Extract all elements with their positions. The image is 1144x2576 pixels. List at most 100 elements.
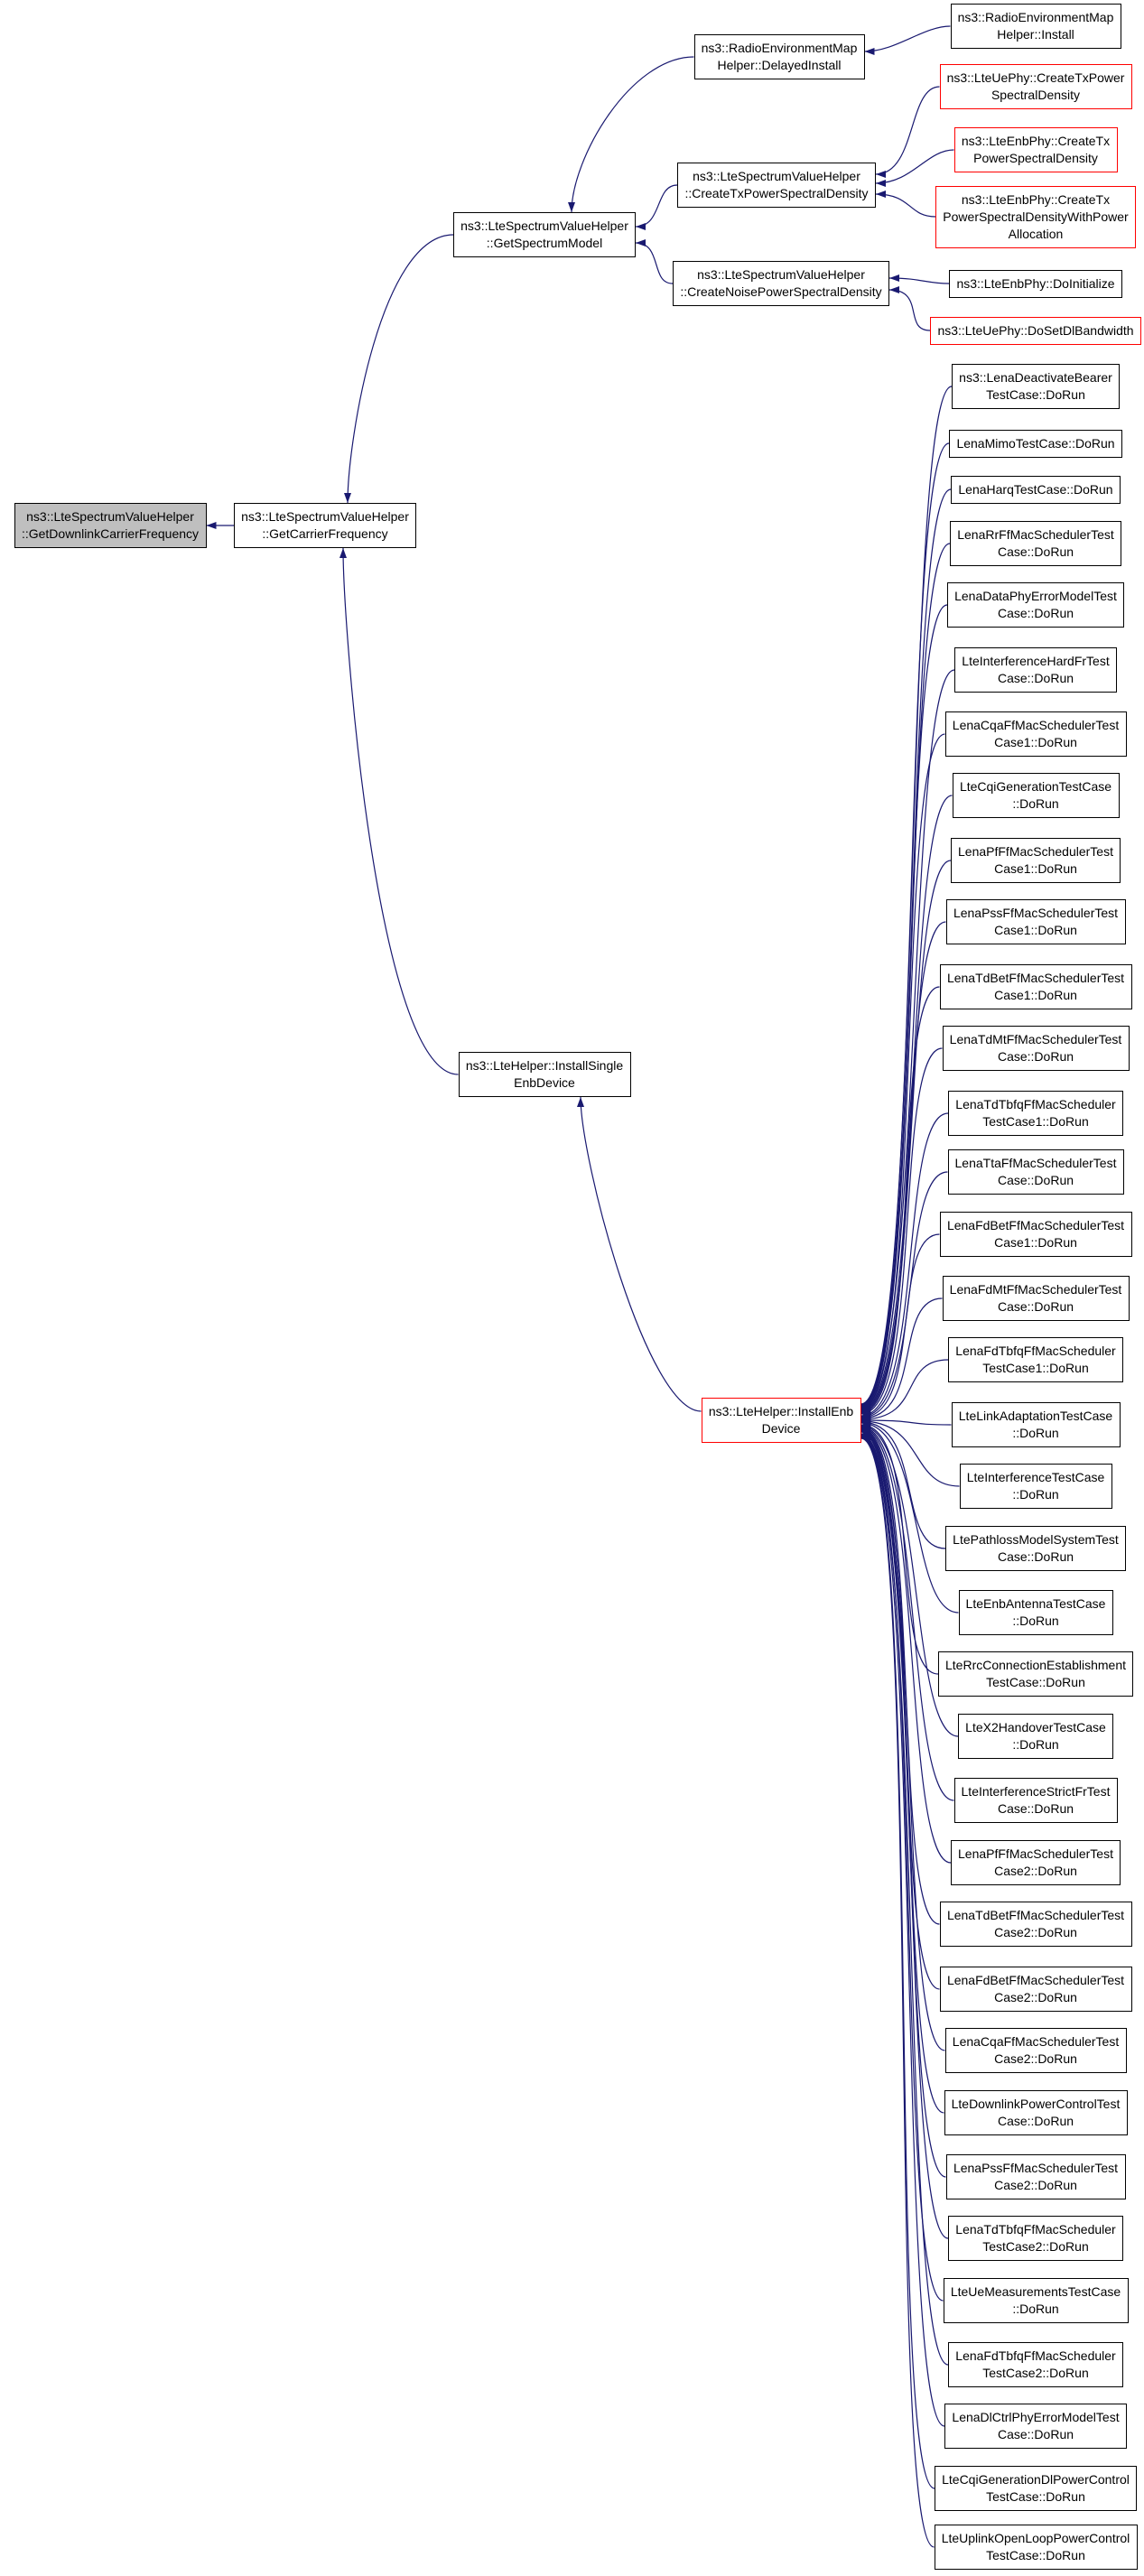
node-label-line: LteCqiGenerationDlPowerControl [942, 2472, 1130, 2487]
node-label-line: LenaTdTbfqFfMacScheduler [955, 2222, 1116, 2237]
graph-node-getSpectrumModel[interactable]: ns3::LteSpectrumValueHelper::GetSpectrum… [453, 212, 636, 257]
node-label-line: LenaFdBetFfMacSchedulerTest [946, 1973, 1125, 1987]
node-label-line: ::GetCarrierFrequency [262, 526, 388, 541]
node-label-line: LenaTdMtFfMacSchedulerTest [949, 1032, 1122, 1046]
edge-lteUplinkOpenLoopPowerControl-to-installEnbDevice [860, 1435, 935, 2548]
node-label-line: Allocation [1008, 226, 1064, 241]
node-label-line: Case1::DoRun [994, 923, 1077, 937]
graph-node-lteLinkAdaptation[interactable]: LteLinkAdaptationTestCase::DoRun [951, 1402, 1121, 1447]
node-label-line: Case::DoRun [997, 1549, 1074, 1564]
node-label-line: ::DoRun [1012, 1613, 1059, 1628]
graph-node-lteEnbAntenna[interactable]: LteEnbAntennaTestCase::DoRun [958, 1590, 1113, 1635]
node-label-line: ::DoRun [1012, 1487, 1059, 1502]
edge-lenaFdBetFfMacScheduler1-to-installEnbDevice [860, 1233, 940, 1421]
edge-lteInterference-to-installEnbDevice [860, 1418, 960, 1487]
node-label-line: Case::DoRun [997, 606, 1074, 620]
node-label-line: LteX2HandoverTestCase [965, 1720, 1106, 1734]
node-label-line: LteInterferenceTestCase [966, 1470, 1105, 1484]
graph-node-lenaHarq[interactable]: LenaHarqTestCase::DoRun [951, 475, 1121, 504]
node-label-line: LenaCqaFfMacSchedulerTest [952, 2034, 1120, 2049]
edge-lenaPssFfMacScheduler1-to-installEnbDevice [860, 921, 946, 1416]
graph-node-lteCqiGeneration[interactable]: LteCqiGenerationTestCase::DoRun [952, 773, 1120, 818]
node-label-line: LenaTdBetFfMacSchedulerTest [946, 971, 1125, 985]
node-label-line: Helper::DelayedInstall [717, 58, 842, 72]
node-label-line: ::GetSpectrumModel [486, 236, 603, 250]
edge-uePhyCreateTxPsd-to-createTxPowerSpectralDensity [875, 86, 940, 178]
node-label-line: EnbDevice [514, 1075, 575, 1090]
node-label-line: LenaFdTbfqFfMacScheduler [955, 1344, 1116, 1358]
node-label-line: TestCase1::DoRun [982, 1114, 1089, 1129]
node-label-line: Case::DoRun [997, 2114, 1074, 2128]
graph-node-lteX2Handover[interactable]: LteX2HandoverTestCase::DoRun [958, 1714, 1113, 1759]
graph-node-enbPhyDoInitialize[interactable]: ns3::LteEnbPhy::DoInitialize [949, 269, 1122, 298]
node-label-line: Case::DoRun [997, 1801, 1074, 1816]
graph-node-uePhyDoSetDlBandwidth[interactable]: ns3::LteUePhy::DoSetDlBandwidth [930, 316, 1141, 345]
node-label-line: LenaFdMtFfMacSchedulerTest [949, 1282, 1122, 1297]
node-label-line: ns3::LteUePhy::DoSetDlBandwidth [937, 322, 1134, 338]
edge-lenaTdTbfqFfMacScheduler2-to-installEnbDevice [860, 1430, 949, 2239]
node-label-line: LenaTdBetFfMacSchedulerTest [946, 1908, 1125, 1922]
graph-node-getCarrierFrequency[interactable]: ns3::LteSpectrumValueHelper::GetCarrierF… [234, 503, 416, 548]
node-label-line: TestCase::DoRun [986, 387, 1085, 402]
node-label-line: Case1::DoRun [994, 735, 1077, 749]
node-label-line: SpectralDensity [991, 88, 1081, 102]
graph-node-createNoisePowerSpectralDensity[interactable]: ns3::LteSpectrumValueHelper::CreateNoise… [673, 261, 889, 306]
edge-remInstall-to-delayedInstall [864, 25, 951, 55]
node-label-line: Helper::Install [997, 27, 1074, 42]
node-label-line: ::DoRun [1012, 796, 1059, 811]
node-label-line: LenaRrFfMacSchedulerTest [957, 527, 1114, 542]
node-label-line: LenaPfFfMacSchedulerTest [958, 844, 1113, 859]
edge-lteEnbAntenna-to-installEnbDevice [860, 1419, 959, 1613]
graph-node-lteInterference[interactable]: LteInterferenceTestCase::DoRun [959, 1464, 1112, 1509]
edge-delayedInstall-to-getSpectrumModel [568, 56, 694, 213]
node-label-line: LenaPfFfMacSchedulerTest [958, 1846, 1113, 1861]
edge-lteInterferenceStrictFr-to-installEnbDevice [860, 1423, 954, 1801]
graph-node-createTxPowerSpectralDensity[interactable]: ns3::LteSpectrumValueHelper::CreateTxPow… [677, 163, 876, 208]
node-label-line: ns3::LteHelper::InstallSingle [465, 1058, 624, 1073]
node-label-line: Device [761, 1421, 801, 1436]
node-label-line: ::DoRun [1012, 1426, 1059, 1440]
graph-node-lteUeMeasurements[interactable]: LteUeMeasurementsTestCase::DoRun [943, 2278, 1129, 2323]
edge-lenaRrFfMacScheduler-to-installEnbDevice [860, 543, 951, 1410]
node-label-line: Case::DoRun [997, 2427, 1074, 2441]
node-label-line: Case2::DoRun [994, 1925, 1077, 1939]
graph-node-lenaMimo[interactable]: LenaMimoTestCase::DoRun [949, 429, 1122, 458]
edge-lenaPfFfMacScheduler2-to-installEnbDevice [860, 1424, 952, 1864]
node-label-line: LteUeMeasurementsTestCase [950, 2284, 1121, 2299]
